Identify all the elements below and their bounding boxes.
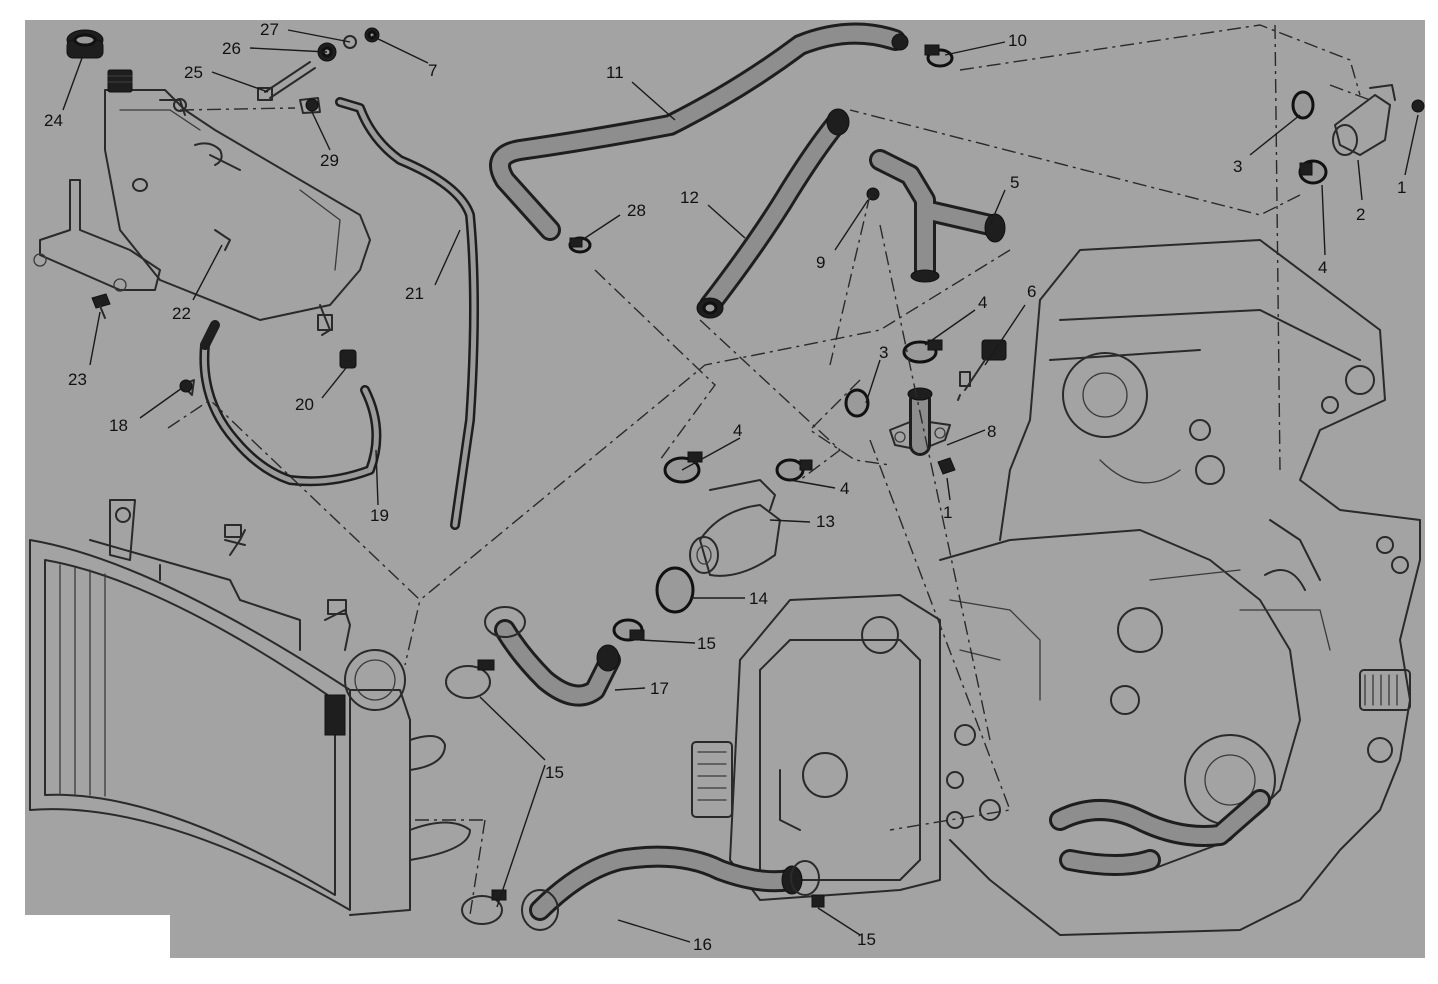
callout-23: 23 <box>68 370 87 389</box>
fitting-8 <box>889 387 951 456</box>
callout-5: 5 <box>1010 173 1019 192</box>
callout-11: 11 <box>606 63 624 82</box>
callout-15-mid: 15 <box>697 634 716 653</box>
callout-21: 21 <box>405 284 424 303</box>
callout-15-left: 15 <box>545 763 564 782</box>
callout-4-top: 4 <box>1318 258 1327 277</box>
callout-24: 24 <box>44 111 63 130</box>
callout-17: 17 <box>650 679 669 698</box>
callout-16: 16 <box>693 935 712 954</box>
callout-18: 18 <box>109 416 128 435</box>
callout-2: 2 <box>1356 205 1365 224</box>
thermostat-13 <box>689 479 781 577</box>
clamp-15-bottom-right <box>790 860 825 908</box>
hose-11 <box>489 22 909 241</box>
callout-6: 6 <box>1027 282 1036 301</box>
hose-17 <box>484 606 621 707</box>
callout-4-left: 4 <box>733 421 742 440</box>
callout-26: 26 <box>222 39 241 58</box>
clamp-4-top <box>1298 159 1328 185</box>
hose-12 <box>696 108 850 319</box>
callout-20: 20 <box>295 395 314 414</box>
callout-4-right: 4 <box>840 479 849 498</box>
clamp-4-upper <box>902 339 943 364</box>
callout-4-upper: 4 <box>978 293 987 312</box>
expansion-tank <box>33 69 371 336</box>
temperature-sensor-6 <box>957 339 1007 401</box>
fitting-2 <box>1332 84 1396 156</box>
engine-block <box>939 239 1421 936</box>
bolt-1-mid <box>937 457 956 475</box>
callout-14: 14 <box>749 589 768 608</box>
assembly-dashed-lines <box>167 24 1371 916</box>
tank-cap <box>66 29 104 59</box>
callout-7: 7 <box>428 61 437 80</box>
callout-27: 27 <box>260 20 279 39</box>
breather-hose <box>299 97 479 530</box>
callout-3-mid: 3 <box>879 343 888 362</box>
clamp-15-left <box>445 659 495 699</box>
clamp-15-mid <box>612 618 645 642</box>
callout-9: 9 <box>816 253 825 272</box>
callout-1-top: 1 <box>1397 178 1406 197</box>
bolt-1-top <box>1411 99 1425 113</box>
o-ring-3-top <box>1291 90 1315 120</box>
callout-1-mid: 1 <box>943 503 952 522</box>
clamp-10 <box>924 44 954 68</box>
overflow-hose <box>179 320 382 487</box>
callout-12: 12 <box>680 188 699 207</box>
callout-29: 29 <box>320 151 339 170</box>
callout-leaders <box>62 29 1419 943</box>
diagram-background <box>25 20 1425 958</box>
callout-labels: 1 1 2 3 3 4 4 4 4 5 6 7 8 9 10 11 12 13 … <box>44 20 1406 954</box>
t-fitting-5 <box>866 149 1006 283</box>
callout-15-right: 15 <box>857 930 876 949</box>
callout-28: 28 <box>627 201 646 220</box>
clamp-28 <box>568 236 592 254</box>
callout-13: 13 <box>816 512 835 531</box>
callout-10: 10 <box>1008 31 1027 50</box>
callout-25: 25 <box>184 63 203 82</box>
radiator <box>29 499 471 916</box>
callout-8: 8 <box>987 422 996 441</box>
o-ring-3-mid <box>844 388 870 418</box>
bolt-23 <box>91 293 111 319</box>
seal-14 <box>655 566 695 614</box>
callout-19: 19 <box>370 506 389 525</box>
callout-3-top: 3 <box>1233 157 1242 176</box>
callout-22: 22 <box>172 304 191 323</box>
